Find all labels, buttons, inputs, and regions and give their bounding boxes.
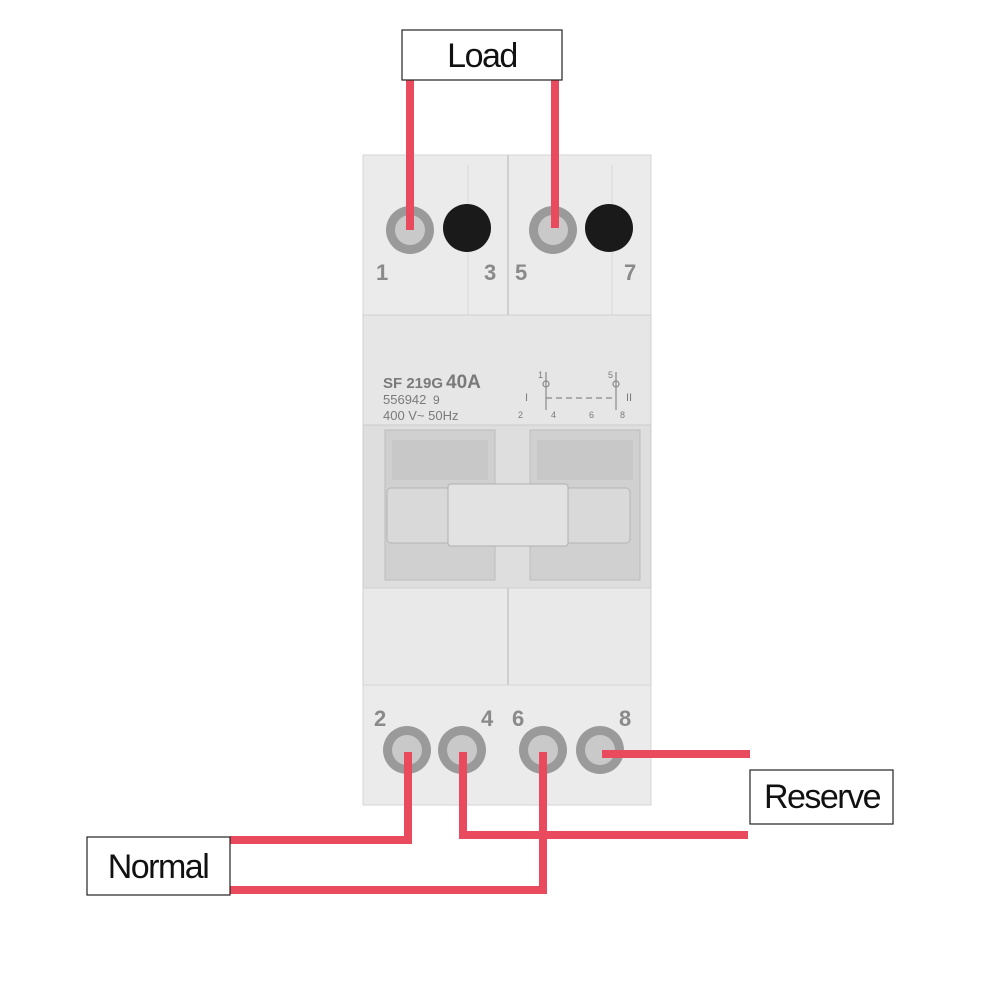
serial-number: 556942	[383, 392, 426, 407]
schematic-label: 1	[538, 370, 543, 380]
wiring-schematic	[542, 372, 620, 410]
schematic-label: 2	[518, 410, 523, 420]
model-number: SF 219G	[383, 375, 443, 392]
normal-label: Normal	[86, 836, 231, 896]
terminal-number: 1	[376, 260, 388, 285]
reserve-label-text: Reserve	[764, 778, 881, 816]
schematic-label: II	[626, 392, 632, 404]
terminal-hole-3	[443, 204, 491, 252]
schematic-label: 8	[620, 410, 625, 420]
wires	[230, 80, 750, 894]
reserve-wire-4	[459, 752, 748, 839]
normal-label-text: Normal	[108, 848, 209, 886]
reserve-label: Reserve	[749, 769, 894, 825]
terminal-number: 4	[481, 706, 494, 731]
terminal-number: 7	[624, 260, 636, 285]
terminal-number: 2	[374, 706, 386, 731]
terminal-number: 5	[515, 260, 527, 285]
schematic-label: 5	[608, 370, 613, 380]
terminal-number: 3	[484, 260, 496, 285]
current-rating: 40A	[446, 372, 481, 393]
normal-wire-2	[230, 752, 412, 844]
normal-wire-6	[230, 752, 547, 894]
serial-suffix: 9	[433, 393, 440, 407]
voltage-rating: 400 V~ 50Hz	[383, 408, 459, 423]
schematic-label: I	[525, 392, 528, 404]
switch-body	[362, 154, 652, 806]
terminal-hole-7	[585, 204, 633, 252]
terminal-number: 8	[619, 706, 631, 731]
load-label: Load	[401, 29, 563, 81]
schematic-label: 4	[551, 410, 556, 420]
spec-label: SF 219G 40A 556942 9 400 V~ 50Hz 1 5 I I…	[383, 370, 632, 423]
bottom-terminals: 2 4 6 8	[374, 706, 631, 774]
schematic-label: 6	[589, 410, 594, 420]
terminal-number: 6	[512, 706, 524, 731]
load-label-text: Load	[447, 37, 517, 75]
